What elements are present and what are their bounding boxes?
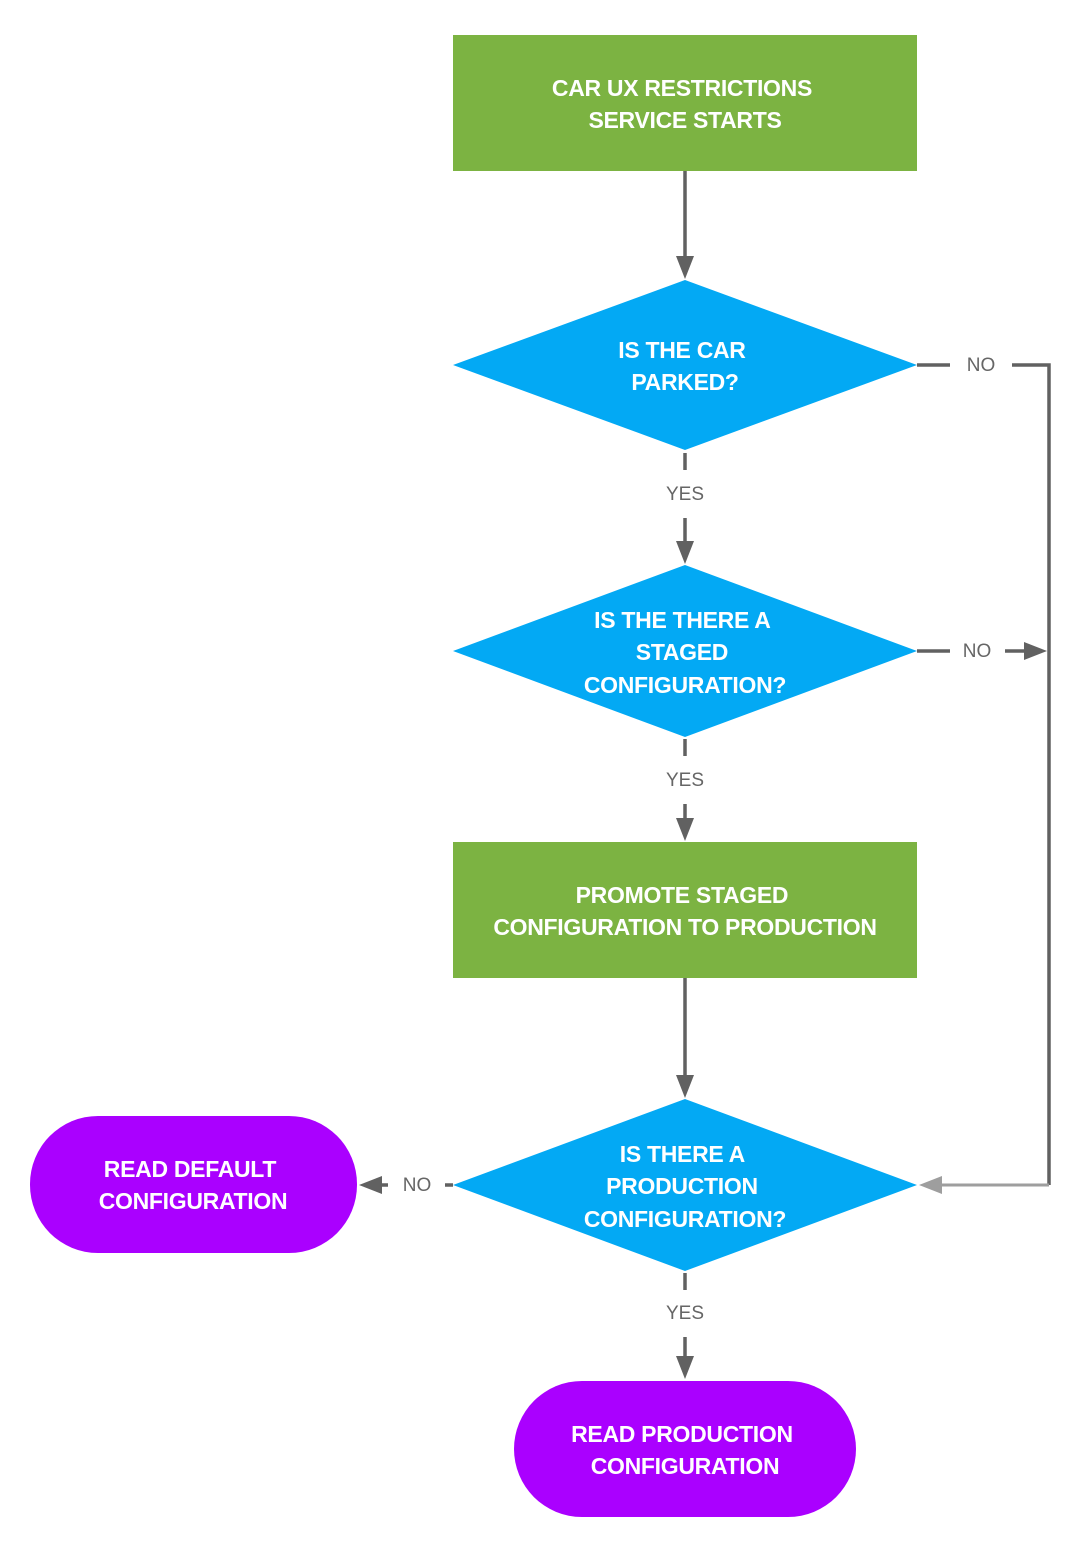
staged-label-line: IS THE THERE A [594, 607, 770, 633]
parked-label-line: IS THE CAR [618, 337, 746, 363]
arrowhead-rail-production [919, 1176, 942, 1194]
read-default-terminal [30, 1116, 357, 1253]
promote-label: PROMOTE STAGED CONFIGURATION TO PRODUCTI… [493, 882, 876, 940]
start-label-line: SERVICE STARTS [588, 107, 781, 133]
arrowhead-start-parked [676, 256, 694, 279]
promote-label-line: PROMOTE STAGED [576, 882, 789, 908]
start-label-line: CAR UX RESTRICTIONS [552, 75, 812, 101]
staged-label-line: STAGED [636, 639, 728, 665]
arrowhead-production-yes [676, 1356, 694, 1379]
production-label-line: PRODUCTION [606, 1173, 758, 1199]
parked-no-label: NO [967, 355, 996, 376]
read-production-label-line: CONFIGURATION [591, 1453, 780, 1479]
arrowhead-promote-production [676, 1075, 694, 1098]
promote-box [453, 842, 917, 978]
read-default-label: READ DEFAULT CONFIGURATION [99, 1156, 288, 1214]
staged-no-label: NO [963, 641, 992, 662]
read-default-label-line: CONFIGURATION [99, 1188, 288, 1214]
read-default-label-line: READ DEFAULT [104, 1156, 277, 1182]
production-yes-label: YES [666, 1303, 704, 1324]
arrowhead-staged-no [1024, 642, 1047, 660]
production-label-line: CONFIGURATION? [584, 1206, 786, 1232]
production-decision [453, 1099, 917, 1271]
read-production-label: READ PRODUCTION CONFIGURATION [571, 1421, 799, 1479]
production-no-label: NO [403, 1175, 432, 1196]
connector-parked-no-rail [1012, 363, 1051, 1185]
staged-label-line: CONFIGURATION? [584, 672, 786, 698]
parked-yes-label: YES [666, 484, 704, 505]
read-production-label-line: READ PRODUCTION [571, 1421, 793, 1447]
arrowhead-parked-yes [676, 541, 694, 564]
production-label: IS THERE A PRODUCTION CONFIGURATION? [584, 1141, 786, 1232]
parked-label-line: PARKED? [631, 369, 738, 395]
arrowhead-staged-yes [676, 818, 694, 841]
production-label-line: IS THERE A [620, 1141, 745, 1167]
start-box [453, 35, 917, 171]
arrowhead-production-no [359, 1176, 382, 1194]
staged-yes-label: YES [666, 770, 704, 791]
parked-decision [453, 280, 917, 450]
start-label: CAR UX RESTRICTIONS SERVICE STARTS [552, 75, 818, 133]
parked-label: IS THE CAR PARKED? [618, 337, 751, 395]
read-production-terminal [514, 1381, 856, 1517]
promote-label-line: CONFIGURATION TO PRODUCTION [493, 914, 876, 940]
staged-decision [453, 565, 917, 737]
staged-label: IS THE THERE A STAGED CONFIGURATION? [584, 607, 786, 698]
